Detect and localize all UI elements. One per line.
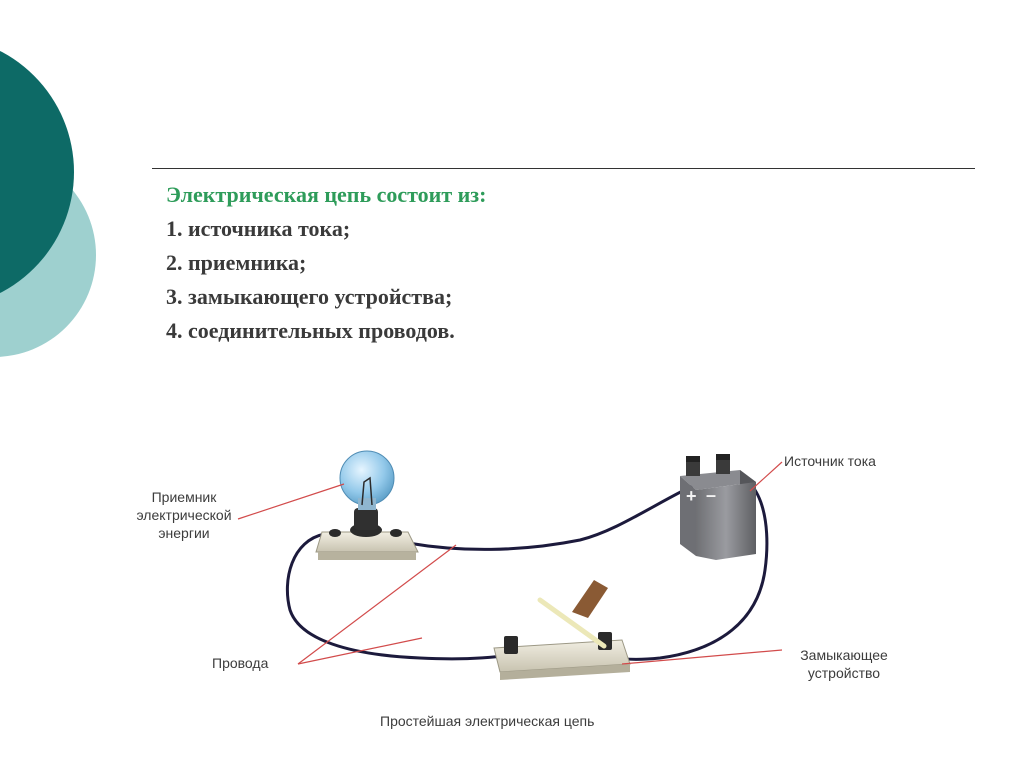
wires-label: Провода: [212, 655, 269, 671]
battery: + –: [680, 454, 756, 560]
slide-heading: Электрическая цепь состоит из:: [166, 182, 487, 207]
list-item-3: 3. замыкающего устройства;: [166, 284, 453, 309]
receiver-label-line2: электрической: [136, 507, 232, 523]
title-divider: [152, 168, 975, 169]
receiver-label-line3: энергии: [158, 525, 210, 541]
pointer-lines: [237, 461, 783, 665]
list-item-1: 1. источника тока;: [166, 216, 351, 241]
wire-battery-to-switch: [613, 474, 769, 661]
switch-label-line2: устройство: [807, 665, 881, 681]
source-label: Источник тока: [784, 453, 876, 469]
bulb-holder: [315, 508, 419, 560]
slide-text: Электрическая цепь состоит из: 1. источн…: [166, 178, 486, 348]
light-bulb: [339, 450, 395, 510]
receiver-label-line1: Приемник: [151, 489, 217, 505]
wire-bulb-to-battery: [406, 478, 707, 551]
list-item-2: 2. приемника;: [166, 250, 307, 275]
dark-teal-circle: [0, 50, 74, 294]
knife-switch: [493, 580, 631, 680]
battery-minus-sign: –: [706, 485, 716, 505]
battery-plus-sign: +: [686, 486, 697, 506]
receiver-label: Приемник электрической энергии: [128, 488, 240, 542]
diagram-caption: Простейшая электрическая цепь: [380, 713, 595, 729]
switch-label-line1: Замыкающее: [800, 647, 888, 663]
switch-label: Замыкающее устройство: [784, 646, 904, 682]
list-item-4: 4. соединительных проводов.: [166, 318, 455, 343]
